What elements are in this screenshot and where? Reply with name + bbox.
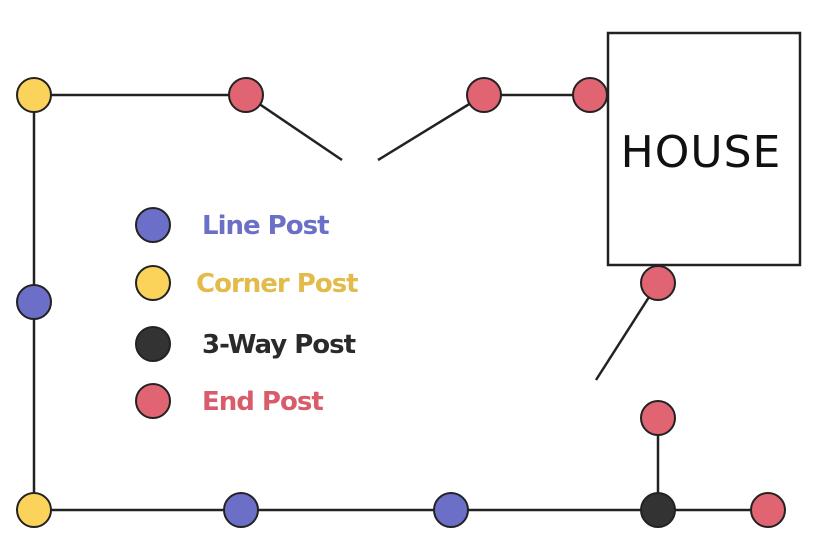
- gate-right-swing: [377, 93, 485, 162]
- legend-end-post-label: End Post: [202, 387, 323, 417]
- gate-right-side-swing: [594, 282, 660, 381]
- legend-corner-post-icon: [135, 265, 171, 301]
- end-post-bottom-right: [750, 492, 786, 528]
- line-post-bottom-2: [433, 492, 469, 528]
- three-way-post: [640, 492, 676, 528]
- end-post-top-3: [572, 77, 608, 113]
- end-post-top-2: [466, 77, 502, 113]
- end-post-top-1: [228, 77, 264, 113]
- line-post-bottom-1: [223, 492, 259, 528]
- house-box: [606, 31, 802, 267]
- line-post-left: [16, 284, 52, 320]
- end-post-branch: [640, 400, 676, 436]
- legend: Line Post Corner Post 3-Way Post End Pos…: [135, 207, 359, 419]
- legend-line-post-label: Line Post: [202, 211, 329, 241]
- gate-left-swing: [245, 93, 343, 162]
- house-label: HOUSE: [621, 127, 782, 178]
- corner-post-bottom-left: [16, 492, 52, 528]
- end-post-house: [640, 265, 676, 301]
- corner-post-top-left: [16, 77, 52, 113]
- legend-three-way-post-label: 3-Way Post: [202, 330, 356, 360]
- legend-three-way-post-icon: [135, 326, 171, 362]
- legend-corner-post-label: Corner Post: [196, 269, 358, 299]
- legend-end-post-icon: [135, 383, 171, 419]
- legend-line-post-icon: [135, 207, 171, 243]
